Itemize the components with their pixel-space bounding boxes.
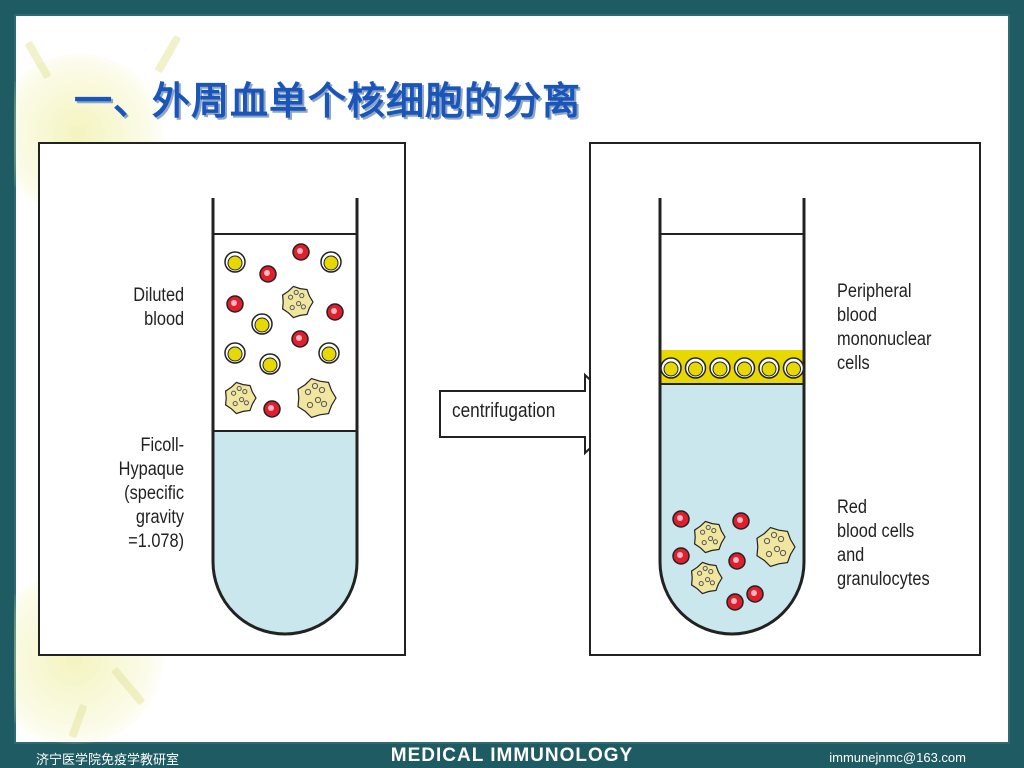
cells-group	[660, 357, 805, 611]
mononuclear-cell	[660, 357, 682, 379]
pbmc-label: Peripheral blood mononuclear cells	[837, 281, 932, 374]
footer-course-title: MEDICAL IMMUNOLOGY	[390, 745, 634, 766]
mononuclear-cell	[320, 251, 342, 273]
mononuclear-cell	[733, 357, 756, 379]
slide-frame: 一、外周血单个核细胞的分离 Diluted blood Ficoll- Hypa…	[14, 14, 1010, 744]
centrifugation-label: centrifugation	[452, 400, 556, 422]
ficoll-hypaque-label: Ficoll- Hypaque (specific gravity =1.078…	[118, 435, 184, 552]
mononuclear-cell	[224, 342, 246, 364]
tube-wall	[211, 198, 359, 636]
red-blood-cell	[292, 243, 310, 261]
red-blood-cell	[672, 547, 690, 565]
granulocyte	[756, 526, 796, 568]
ficoll-fluid-layer	[213, 431, 357, 634]
mononuclear-cell	[224, 251, 246, 273]
granulocyte	[693, 520, 726, 554]
granulocyte	[224, 381, 257, 415]
mononuclear-cell	[251, 313, 273, 335]
footer-institution: 济宁医学院免疫学教研室	[36, 753, 180, 768]
granulocyte	[297, 377, 337, 419]
granulocyte	[690, 561, 723, 595]
red-blood-cell	[726, 593, 744, 611]
page-title: 一、外周血单个核细胞的分离	[74, 79, 582, 123]
footer-email: immunejnmc@163.com	[829, 750, 966, 765]
red-blood-cell	[291, 330, 309, 348]
red-blood-cell	[226, 295, 244, 313]
red-blood-cell	[672, 510, 690, 528]
red-blood-cell	[259, 265, 277, 283]
mononuclear-cell	[684, 357, 707, 379]
mononuclear-cell	[782, 357, 805, 379]
tube-after	[658, 198, 806, 636]
red-blood-cell	[728, 552, 746, 570]
tube-wall	[658, 198, 806, 636]
after-centrifugation-panel: Peripheral blood mononuclear cells Red b…	[589, 142, 981, 656]
red-blood-cell	[263, 400, 281, 418]
red-blood-cell	[326, 303, 344, 321]
cells-group	[224, 243, 344, 419]
mononuclear-cell	[259, 353, 281, 375]
plasma-band	[660, 350, 804, 384]
granulocyte	[281, 285, 314, 319]
footer-bar: 济宁医学院免疫学教研室 MEDICAL IMMUNOLOGY immunejnm…	[0, 744, 1024, 768]
mononuclear-cell	[709, 357, 731, 379]
red-cells-granulocytes-label: Red blood cells and granulocytes	[837, 497, 930, 590]
diluted-blood-label: Diluted blood	[133, 285, 184, 330]
tube-before	[211, 198, 359, 636]
mononuclear-cell	[758, 357, 780, 379]
red-blood-cell	[746, 585, 764, 603]
before-centrifugation-panel: Diluted blood Ficoll- Hypaque (specific …	[38, 142, 406, 656]
red-blood-cell	[732, 512, 750, 530]
mononuclear-cell	[318, 342, 340, 364]
decorative-ray	[154, 34, 182, 74]
